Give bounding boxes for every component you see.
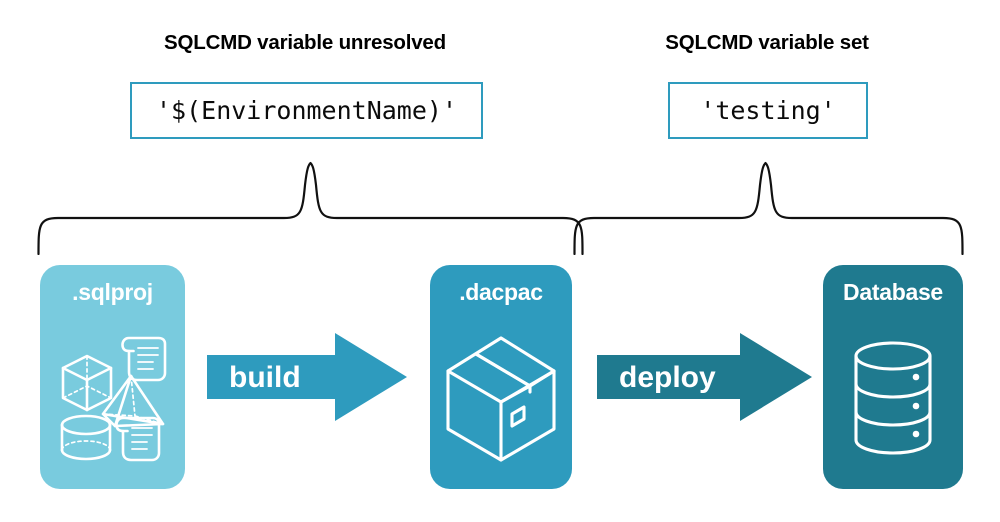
package-box-icon [430, 317, 572, 479]
deploy-arrow-label: deploy [619, 361, 716, 394]
database-card[interactable]: Database [823, 265, 963, 489]
sqlcmd-value-box-unresolved: '$(EnvironmentName)' [130, 82, 483, 139]
project-shapes-icon [40, 317, 185, 479]
group-header-unresolved: SQLCMD variable unresolved [164, 31, 446, 54]
build-arrow[interactable]: build [207, 333, 407, 421]
deploy-arrow[interactable]: deploy [597, 333, 812, 421]
wireframe-cube [61, 354, 112, 412]
sqlcmd-value-set: 'testing' [700, 96, 836, 125]
brace-unresolved [37, 161, 584, 255]
database-card-label: Database [843, 279, 943, 305]
scroll-top-icon [120, 336, 166, 382]
database-cylinder-icon [823, 317, 963, 479]
scroll-bottom-icon [114, 416, 160, 462]
dacpac-card[interactable]: .dacpac [430, 265, 572, 489]
sqlcmd-value-unresolved: '$(EnvironmentName)' [155, 96, 458, 125]
dacpac-card-label: .dacpac [459, 279, 543, 305]
sqlproj-card[interactable]: .sqlproj [40, 265, 185, 489]
wireframe-cylinder [60, 414, 111, 461]
brace-set [573, 161, 964, 255]
sqlproj-card-label: .sqlproj [72, 279, 153, 305]
group-header-set: SQLCMD variable set [665, 31, 869, 54]
sqlcmd-value-box-set: 'testing' [668, 82, 868, 139]
build-arrow-label: build [229, 361, 301, 394]
